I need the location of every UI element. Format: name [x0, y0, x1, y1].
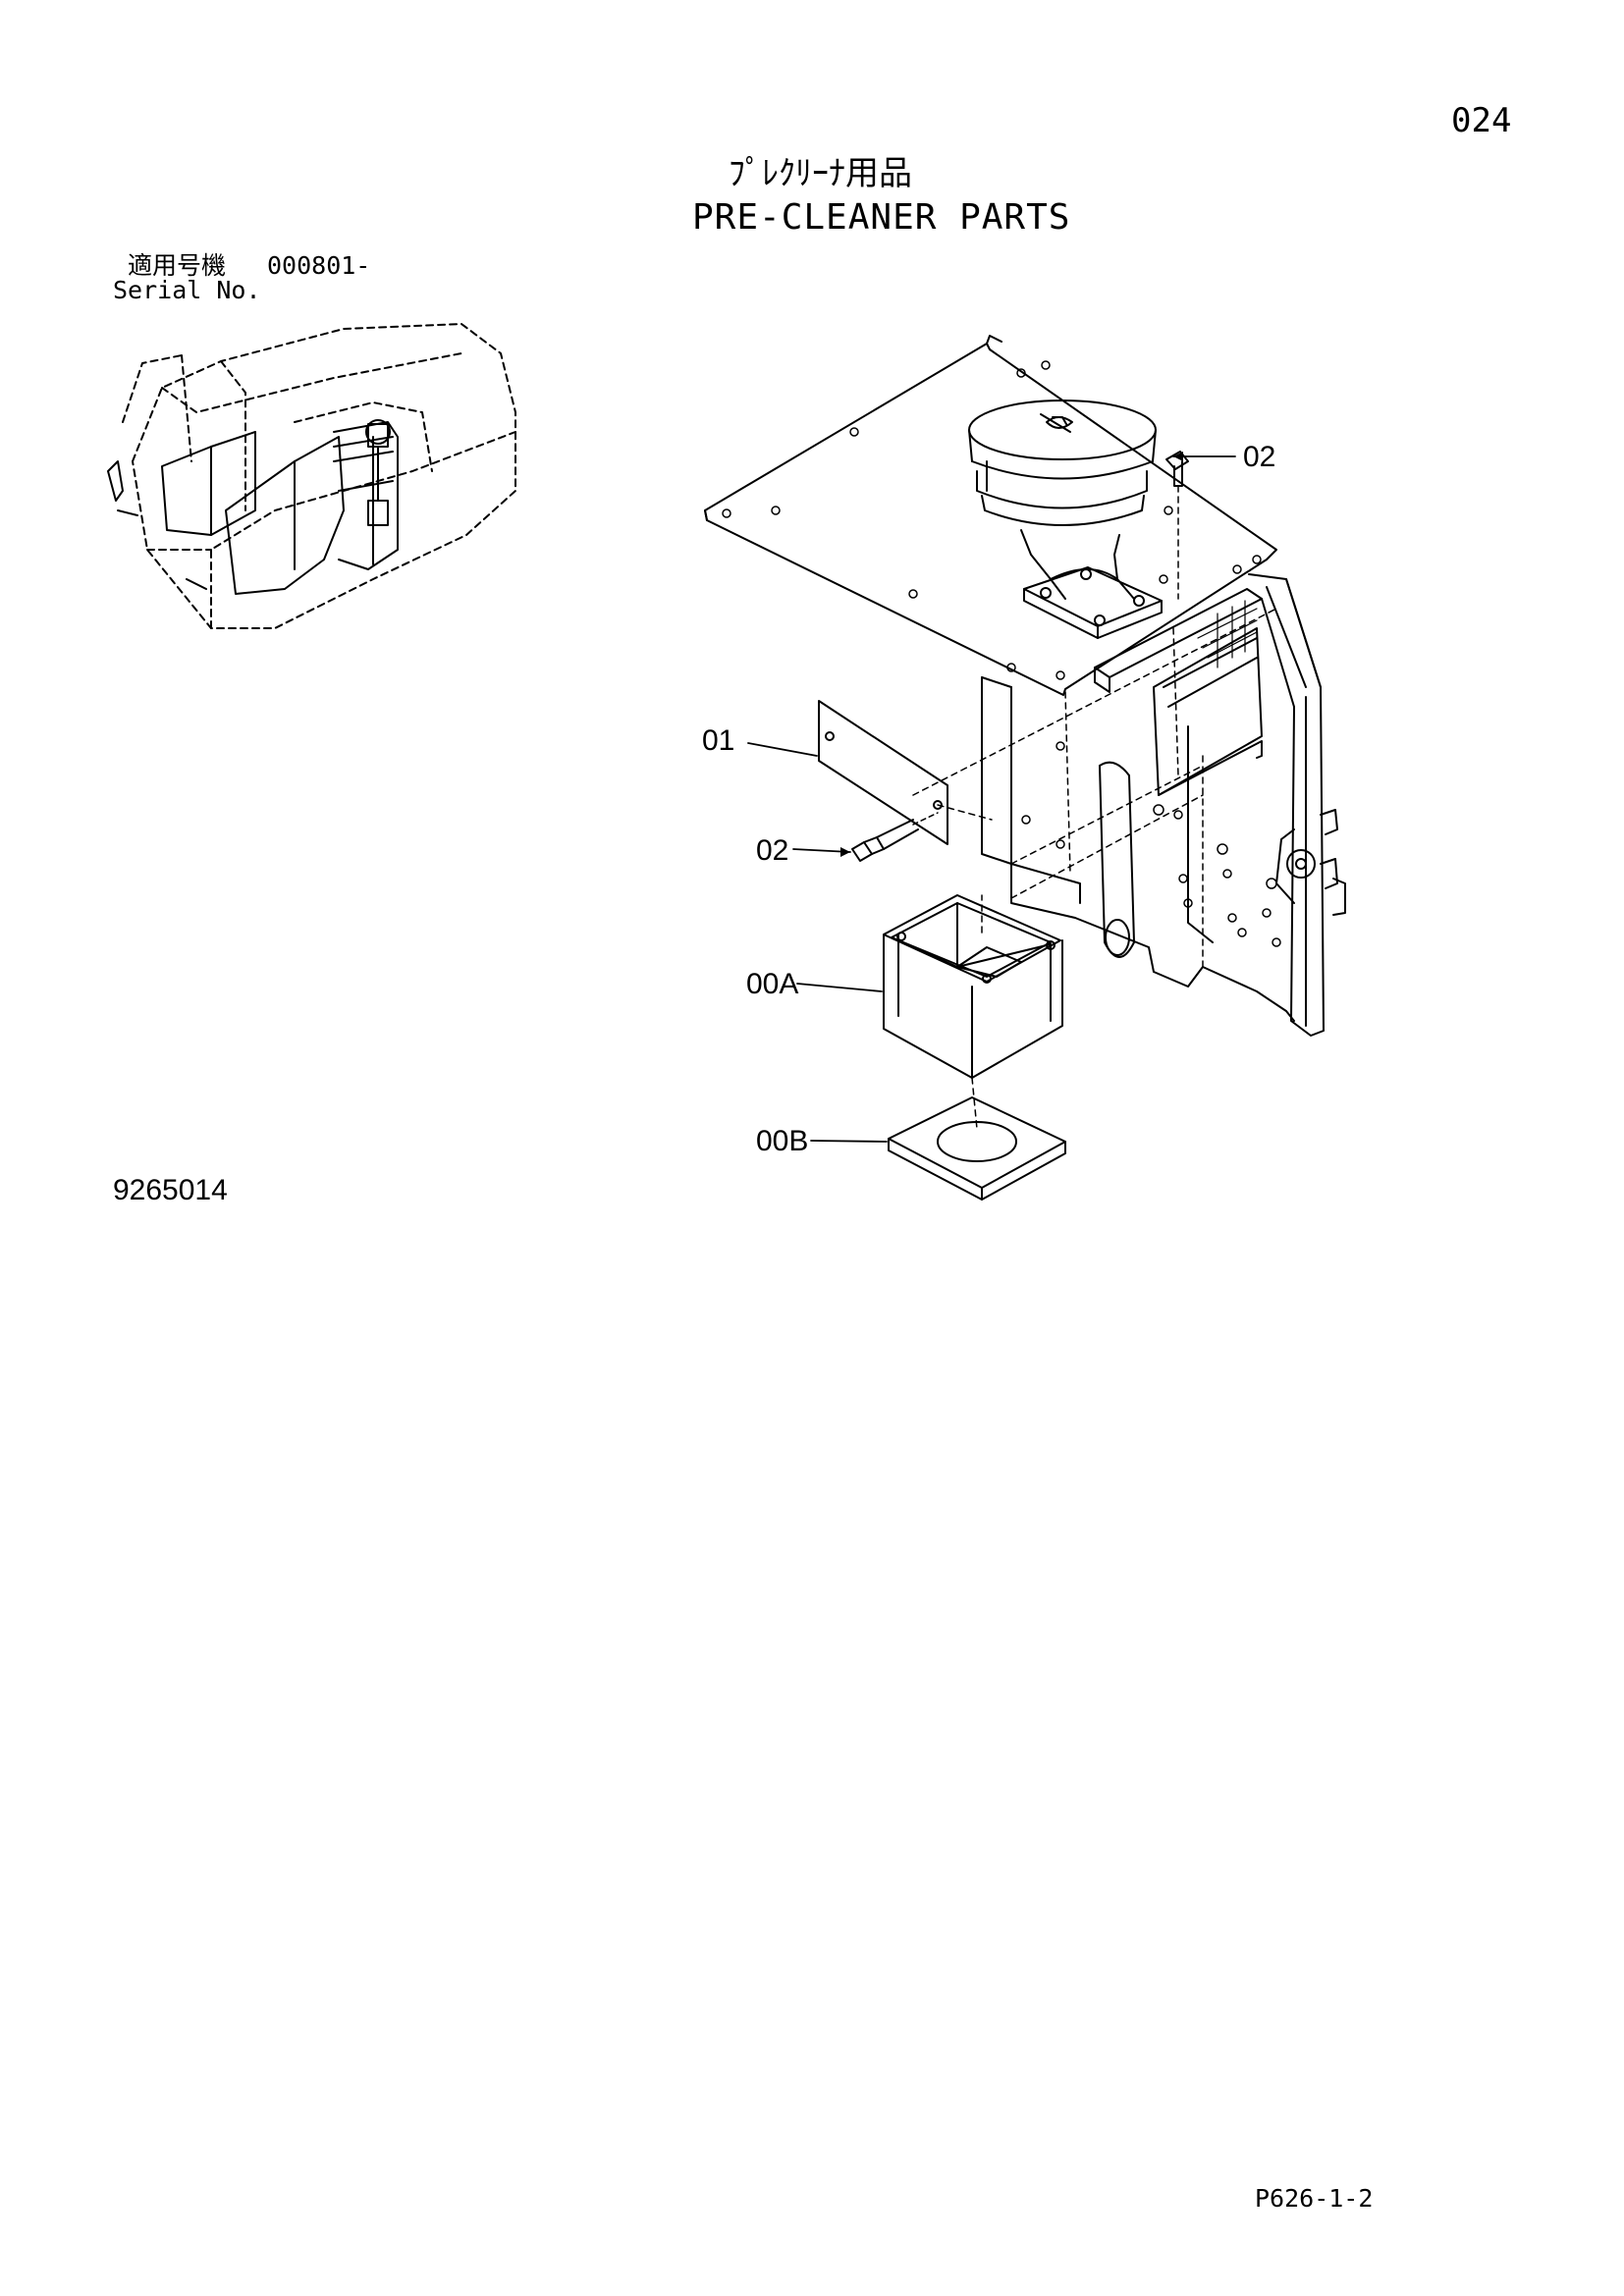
title-japanese: ﾌﾟﾚｸﾘｰﾅ用品	[729, 154, 912, 193]
pre-cleaner-assembly-drawing	[704, 335, 1346, 1201]
title-english: PRE-CLEANER PARTS	[692, 197, 1071, 238]
callout-01: 01	[702, 724, 735, 757]
document-code: P626-1-2	[1255, 2184, 1374, 2213]
serial-label-japanese: 適用号機	[128, 251, 227, 280]
page-number: 024	[1451, 101, 1512, 140]
drawing-number: 9265014	[113, 1174, 228, 1206]
serial-range: 000801-	[267, 251, 371, 280]
callout-00B: 00B	[756, 1125, 809, 1157]
callout-02-left: 02	[756, 834, 789, 867]
machine-overview-illustration	[107, 323, 516, 629]
callout-02-top: 02	[1243, 441, 1276, 473]
callout-00A: 00A	[746, 968, 799, 1000]
serial-label-english: Serial No.	[113, 276, 261, 304]
